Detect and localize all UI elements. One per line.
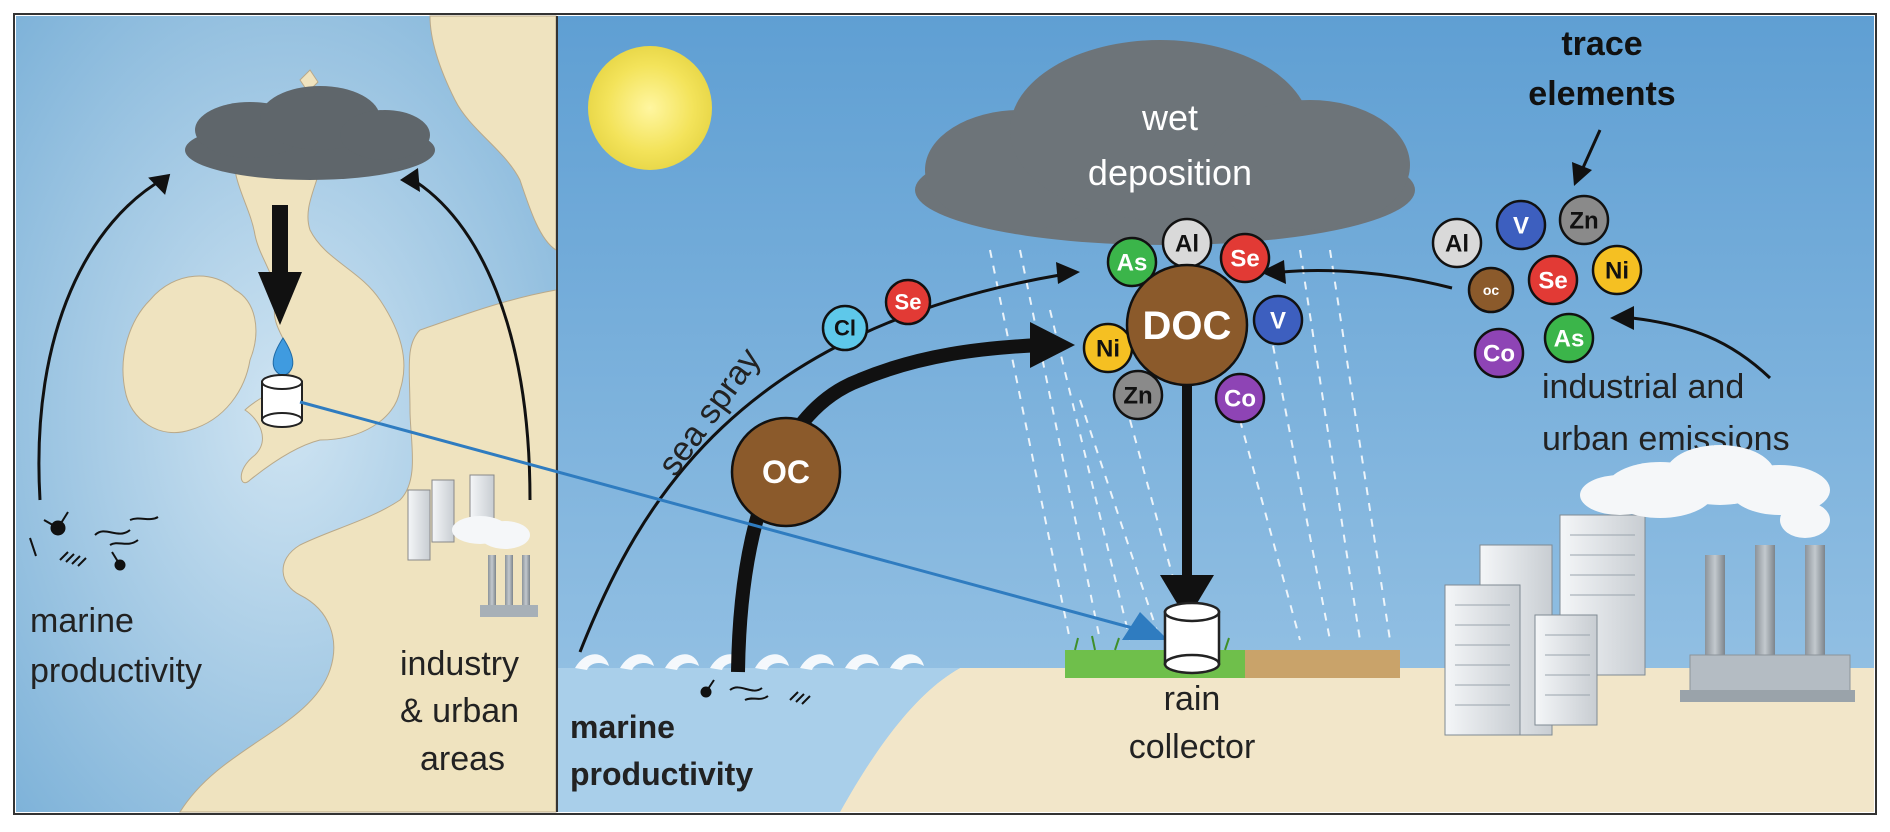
trace-v-circle: V bbox=[1495, 199, 1547, 251]
trace-to-doc-arrow bbox=[1281, 269, 1453, 290]
trace-co-circle: Co bbox=[1473, 327, 1525, 379]
trace-al-circle: Al bbox=[1431, 217, 1483, 269]
oc-circle-label: OC bbox=[762, 454, 810, 490]
doc-ring-co-circle: Co bbox=[1214, 372, 1266, 424]
trace-co-circle-label: Co bbox=[1483, 340, 1515, 367]
map-marine-label-line1: marine bbox=[30, 602, 134, 640]
doc-ring-se-circle: Se bbox=[1219, 232, 1271, 284]
rain-collector-icon[interactable] bbox=[1163, 601, 1221, 675]
map-industry-label-line2: & urban bbox=[400, 692, 519, 730]
oc-circle: OC bbox=[730, 416, 842, 528]
ireland-landmass bbox=[122, 275, 257, 434]
industrial-label-line1: industrial and bbox=[1542, 368, 1744, 406]
trace-zn-circle: Zn bbox=[1558, 194, 1610, 246]
trace-label-line1: trace bbox=[1561, 25, 1642, 63]
rain-streaks bbox=[989, 249, 1391, 641]
factory-stacks bbox=[1680, 545, 1855, 702]
scene-marine-label-line1: marine bbox=[570, 709, 675, 745]
emissions-to-trace-arrow bbox=[1631, 316, 1772, 380]
map-marine-label-line2: productivity bbox=[30, 652, 202, 690]
scandinavia-landmass bbox=[429, 15, 557, 251]
doc-ring-zn-circle: Zn bbox=[1112, 369, 1164, 421]
trace-label-line2: elements bbox=[1528, 75, 1675, 113]
doc-ring-v-circle: V bbox=[1252, 294, 1304, 346]
doc-ring-as-circle-label: As bbox=[1117, 249, 1148, 276]
soil-patch bbox=[1245, 650, 1400, 678]
cloud-label-line1: wet bbox=[1141, 97, 1198, 138]
doc-ring-co-circle-label: Co bbox=[1224, 385, 1256, 412]
doc-ring-al-circle: Al bbox=[1161, 217, 1213, 269]
sun-icon bbox=[588, 46, 712, 170]
deposition-cloud bbox=[915, 40, 1415, 245]
rain-collector-label-line1: rain bbox=[1164, 680, 1221, 718]
trace-oc-circle-label: oc bbox=[1483, 282, 1500, 298]
trace-al-circle-label: Al bbox=[1445, 230, 1469, 257]
rain-collector-label-line2: collector bbox=[1129, 728, 1256, 766]
cloud-label-line2: deposition bbox=[1088, 152, 1252, 193]
doc-ring-v-circle-label: V bbox=[1270, 307, 1286, 334]
doc-ring-as-circle: As bbox=[1106, 236, 1158, 288]
deposition-down-arrow bbox=[258, 205, 302, 325]
doc-ring-ni-circle: Ni bbox=[1082, 322, 1134, 374]
factory-smoke bbox=[1580, 445, 1830, 538]
trace-v-circle-label: V bbox=[1513, 212, 1529, 239]
trace-as-circle-label: As bbox=[1554, 325, 1585, 352]
doc-circle: DOC bbox=[1125, 263, 1249, 387]
sea-water bbox=[558, 668, 960, 812]
sand-ground bbox=[840, 668, 1874, 812]
trace-se-circle-label: Se bbox=[1538, 267, 1567, 294]
sea-spray-se-circle: Se bbox=[884, 278, 932, 326]
scene-marine-label-line2: productivity bbox=[570, 756, 753, 792]
sea-spray-cl-circle: Cl bbox=[821, 304, 869, 352]
map-panel: marine productivity industry & urban are… bbox=[16, 15, 557, 813]
map-industry-label-line1: industry bbox=[400, 645, 519, 683]
plankton-icon bbox=[29, 511, 159, 571]
scene-plankton-icon bbox=[700, 679, 811, 705]
doc-ring-se-circle-label: Se bbox=[1230, 245, 1259, 272]
trace-ni-circle-label: Ni bbox=[1605, 257, 1629, 284]
map-industry-label-line3: areas bbox=[420, 740, 505, 778]
trace-se-circle: Se bbox=[1527, 254, 1579, 306]
trace-oc-circle: oc bbox=[1467, 266, 1515, 314]
doc-circle-label: DOC bbox=[1143, 304, 1232, 348]
sea-spray-arrow bbox=[578, 273, 1061, 653]
industry-to-cloud-arrow bbox=[409, 176, 532, 501]
map-city-icon bbox=[407, 474, 538, 617]
trace-zn-circle-label: Zn bbox=[1569, 207, 1598, 234]
doc-ring-al-circle-label: Al bbox=[1175, 230, 1199, 257]
wave-crests bbox=[575, 654, 924, 670]
doc-down-arrow bbox=[1182, 385, 1192, 585]
europe-landmass bbox=[179, 289, 557, 813]
map-rain-collector-icon bbox=[261, 374, 303, 428]
trace-pointer-arrow bbox=[1580, 129, 1602, 171]
trace-as-circle: As bbox=[1543, 312, 1595, 364]
doc-ring-zn-circle-label: Zn bbox=[1123, 382, 1152, 409]
doc-ring-ni-circle-label: Ni bbox=[1096, 335, 1120, 362]
city-buildings bbox=[1444, 514, 1646, 736]
sea-spray-se-circle-label: Se bbox=[895, 290, 922, 315]
sea-spray-cl-circle-label: Cl bbox=[834, 316, 856, 341]
map-to-scene-link bbox=[299, 400, 1141, 632]
map-cloud bbox=[185, 86, 435, 180]
oc-to-doc-arrow bbox=[731, 338, 1041, 673]
scene-panel: wet deposition sea spray rain collector bbox=[299, 16, 1874, 812]
trace-ni-circle: Ni bbox=[1591, 244, 1643, 296]
marine-to-cloud-arrow bbox=[37, 176, 166, 501]
